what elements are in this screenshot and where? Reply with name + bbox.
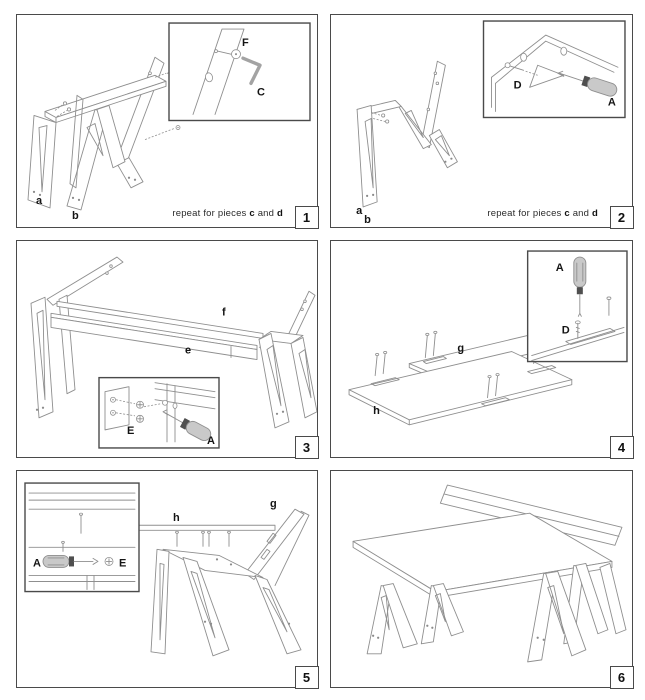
screw-icon — [575, 296, 612, 339]
panel-step-1: a b F C repeat for pieces c — [16, 14, 319, 229]
inset-detail: A E — [24, 482, 140, 593]
part-label-b: b — [364, 214, 371, 226]
screwdriver-icon — [573, 256, 587, 317]
screw-icon — [79, 512, 84, 534]
left-leg — [150, 548, 170, 655]
screw-icons — [371, 112, 390, 124]
step-number-badge: 4 — [609, 435, 634, 459]
part-label-D: D — [514, 79, 522, 91]
part-label-E: E — [119, 557, 126, 569]
repeat-note-piece-d: d — [591, 208, 598, 219]
inset-detail: F C — [168, 22, 311, 122]
repeat-note-piece-c: c — [564, 208, 570, 219]
allen-key-icon — [241, 56, 262, 86]
part-label-A: A — [33, 557, 41, 569]
part-label-a: a — [356, 205, 363, 217]
screwdriver-icon — [42, 554, 99, 568]
panel-3-drawing: e f — [30, 256, 317, 449]
part-label-e: e — [185, 345, 191, 357]
step-number: 3 — [302, 439, 311, 455]
leg-pieces-exploded: a b — [27, 56, 181, 222]
part-label-F: F — [242, 37, 249, 49]
part-label-g: g — [457, 343, 464, 355]
washer-screw-icon — [231, 49, 241, 60]
panel-1-drawing: a b F C — [27, 22, 311, 222]
piece-b-leg — [66, 104, 126, 211]
tabletop-h — [132, 524, 276, 531]
step-number-badge: 5 — [294, 665, 319, 689]
back-plank-g — [244, 508, 305, 580]
panel-4-drawing: g h A — [348, 250, 628, 426]
side-view-assembly: h g — [132, 498, 310, 657]
step-number-badge: 3 — [294, 435, 319, 459]
phillips-screw-icon — [104, 556, 114, 566]
rear-right-leg — [599, 562, 627, 635]
panel-step-3: e f — [16, 240, 319, 459]
step-number-badge: 6 — [609, 665, 634, 689]
piece-a-frame — [27, 94, 84, 209]
panel-step-4: g h A — [330, 240, 634, 459]
inset-detail: A D — [526, 250, 628, 363]
screw-icon — [136, 400, 144, 423]
part-label-E: E — [127, 425, 134, 437]
repeat-note-and: and — [572, 208, 590, 219]
panel-step-6: 6 — [330, 470, 634, 689]
step-number: 2 — [617, 209, 626, 225]
repeat-note-and: and — [257, 208, 275, 219]
finished-table — [352, 484, 627, 663]
screwdriver-icon — [162, 409, 212, 442]
step-number: 5 — [302, 669, 311, 685]
panel-5-drawing: h g — [24, 482, 310, 657]
step-number: 6 — [617, 669, 626, 685]
part-label-a: a — [36, 195, 43, 207]
screw-icon — [504, 62, 538, 76]
front-left-leg-far — [420, 583, 464, 645]
part-label-b: b — [72, 210, 79, 222]
step-number-badge: 1 — [294, 205, 319, 229]
center-leg — [182, 556, 230, 657]
step-number: 4 — [617, 439, 626, 455]
part-label-g: g — [270, 498, 277, 510]
panel-6-drawing — [352, 484, 627, 663]
tabletop — [352, 512, 613, 599]
panel-2-drawing: a b — [356, 20, 626, 226]
repeat-note: repeat for pieces c and d — [487, 208, 598, 219]
panel-step-2: a b — [330, 14, 634, 229]
part-label-f: f — [222, 306, 226, 318]
right-leg-assembly — [258, 290, 317, 429]
screw-icon-small — [61, 540, 65, 552]
part-label-C: C — [257, 86, 265, 98]
inset-detail: E A — [98, 376, 220, 449]
step-number: 1 — [302, 209, 311, 225]
inset-detail: D A — [482, 20, 626, 119]
repeat-note-piece-c: c — [249, 208, 255, 219]
part-label-h: h — [373, 405, 380, 417]
top-beam — [44, 74, 167, 123]
front-left-leg-near — [366, 583, 418, 655]
rail-e — [50, 312, 258, 361]
screw-icons — [175, 530, 231, 547]
step-number-badge: 2 — [609, 205, 634, 229]
part-label-A: A — [556, 262, 564, 274]
part-label-D: D — [562, 324, 570, 336]
repeat-note: repeat for pieces c and d — [172, 208, 283, 219]
right-near-leg — [527, 571, 587, 663]
part-label-A: A — [608, 96, 616, 108]
repeat-note-text: repeat for pieces — [172, 208, 247, 219]
right-leg — [254, 575, 302, 655]
repeat-note-piece-d: d — [276, 208, 283, 219]
assembled-leg: a b — [356, 60, 458, 226]
screwdriver-icon — [557, 70, 618, 97]
panel-step-5: h g — [16, 470, 319, 689]
repeat-note-text: repeat for pieces — [487, 208, 562, 219]
frame-assembly: e f — [30, 256, 317, 429]
part-label-A: A — [207, 435, 215, 447]
part-label-h: h — [173, 512, 180, 524]
